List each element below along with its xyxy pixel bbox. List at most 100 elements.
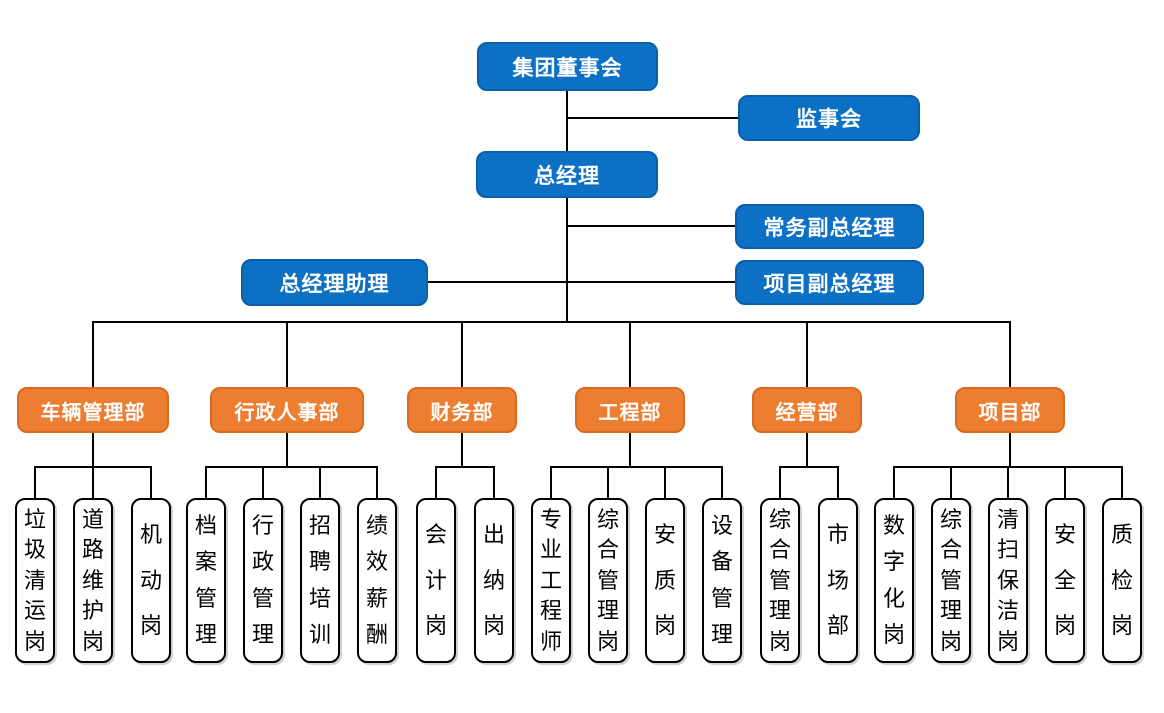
post-box: 安质岗 (645, 498, 685, 663)
post-box: 垃圾清运岗 (15, 498, 55, 663)
post-label: 会计岗 (424, 521, 447, 639)
connector-line (150, 466, 152, 500)
post-box: 综合管理岗 (931, 498, 971, 663)
connector-line (550, 466, 723, 468)
connector-line (461, 432, 463, 468)
post-label: 清扫保洁岗 (996, 506, 1019, 654)
connector-line (1009, 321, 1011, 388)
node-general-manager: 总经理 (476, 151, 658, 198)
post-label: 市场部 (826, 521, 849, 639)
post-box: 专业工程师 (531, 498, 571, 663)
connector-line (629, 321, 631, 388)
post-box: 道路维护岗 (73, 498, 113, 663)
post-label: 招聘培训 (308, 512, 331, 648)
connector-line (721, 466, 723, 500)
post-box: 行政管理 (243, 498, 283, 663)
connector-line (1064, 466, 1066, 500)
dept-project: 项目部 (955, 387, 1065, 433)
dept-admin-hr-label: 行政人事部 (234, 401, 340, 424)
node-executive-deputy-gm-label: 常务副总经理 (763, 216, 896, 240)
connector-line (205, 466, 378, 468)
connector-line (286, 432, 288, 468)
connector-line (567, 225, 735, 227)
dept-finance-label: 财务部 (430, 401, 494, 424)
connector-line (428, 281, 567, 283)
connector-line (837, 466, 839, 500)
connector-line (92, 432, 94, 468)
post-label: 综合管理岗 (939, 506, 962, 654)
post-box: 绩效薪酬 (357, 498, 397, 663)
post-box: 质检岗 (1102, 498, 1142, 663)
node-general-manager-label: 总经理 (534, 164, 600, 188)
connector-line (435, 466, 495, 468)
connector-line (319, 466, 321, 500)
post-label: 设备管理 (710, 512, 733, 648)
post-label: 绩效薪酬 (365, 512, 388, 648)
connector-line (779, 466, 781, 500)
connector-line (806, 321, 808, 388)
connector-line (1121, 466, 1123, 500)
connector-line (92, 466, 94, 500)
connector-line (286, 321, 288, 388)
post-box: 会计岗 (416, 498, 456, 663)
node-supervisory-board: 监事会 (738, 95, 920, 141)
node-board-of-directors: 集团董事会 (477, 42, 658, 91)
post-label: 综合管理岗 (768, 506, 791, 654)
connector-line (779, 466, 839, 468)
post-box: 综合管理岗 (588, 498, 628, 663)
connector-line (1007, 466, 1009, 500)
dept-vehicle-management-label: 车辆管理部 (40, 401, 146, 424)
connector-line (566, 91, 568, 323)
post-box: 设备管理 (702, 498, 742, 663)
dept-engineering-label: 工程部 (598, 401, 662, 424)
node-board-of-directors-label: 集团董事会 (512, 56, 623, 80)
post-label: 综合管理岗 (596, 506, 619, 654)
post-box: 清扫保洁岗 (988, 498, 1028, 663)
post-box: 市场部 (818, 498, 858, 663)
connector-line (950, 466, 952, 500)
connector-line (893, 466, 895, 500)
post-label: 档案管理 (194, 512, 217, 648)
post-label: 数字化岗 (882, 512, 905, 648)
dept-admin-hr: 行政人事部 (210, 387, 364, 433)
dept-engineering: 工程部 (575, 387, 685, 433)
post-box: 出纳岗 (474, 498, 514, 663)
connector-line (205, 466, 207, 500)
node-project-deputy-gm-label: 项目副总经理 (763, 272, 896, 296)
dept-operations-label: 经营部 (775, 401, 839, 424)
post-label: 道路维护岗 (81, 506, 104, 654)
node-project-deputy-gm: 项目副总经理 (735, 260, 924, 305)
connector-line (435, 466, 437, 500)
connector-line (262, 466, 264, 500)
dept-vehicle-management: 车辆管理部 (17, 387, 169, 433)
post-box: 机动岗 (131, 498, 171, 663)
post-label: 垃圾清运岗 (23, 506, 46, 654)
post-box: 档案管理 (186, 498, 226, 663)
dept-operations: 经营部 (752, 387, 862, 433)
connector-line (806, 432, 808, 468)
post-box: 综合管理岗 (760, 498, 800, 663)
dept-project-label: 项目部 (978, 401, 1042, 424)
connector-line (92, 321, 1011, 323)
post-box: 安全岗 (1045, 498, 1085, 663)
connector-line (376, 466, 378, 500)
node-executive-deputy-gm: 常务副总经理 (735, 204, 924, 249)
connector-line (34, 466, 36, 500)
post-box: 招聘培训 (300, 498, 340, 663)
node-gm-assistant: 总经理助理 (241, 259, 428, 306)
post-label: 安质岗 (653, 521, 676, 639)
connector-line (1009, 432, 1011, 468)
node-supervisory-board-label: 监事会 (796, 108, 862, 131)
connector-line (550, 466, 552, 500)
connector-line (629, 432, 631, 468)
connector-line (461, 321, 463, 388)
post-label: 出纳岗 (482, 521, 505, 639)
post-label: 安全岗 (1053, 521, 1076, 639)
dept-finance: 财务部 (407, 387, 517, 433)
post-label: 质检岗 (1110, 521, 1133, 639)
connector-line (92, 321, 94, 388)
connector-line (567, 281, 735, 283)
post-label: 行政管理 (251, 512, 274, 648)
post-label: 机动岗 (139, 521, 162, 639)
